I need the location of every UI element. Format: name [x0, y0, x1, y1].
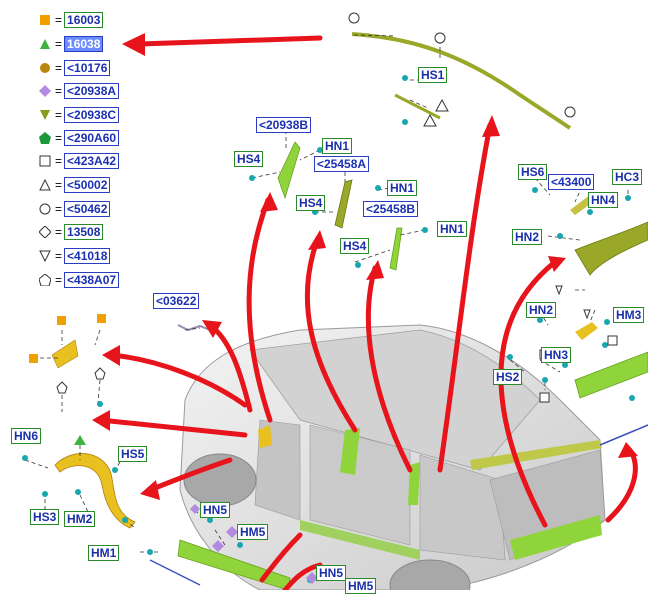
callout-label: <20938B [256, 117, 312, 133]
legend-code: <290A60 [64, 130, 120, 146]
diamond-outline-icon [38, 225, 52, 239]
callout-label: HS4 [296, 195, 326, 211]
callout-label: HC3 [612, 169, 643, 185]
legend-row: = <423A42 [38, 152, 120, 170]
callout-label: HN1 [322, 138, 353, 154]
clips [22, 75, 635, 583]
circle-filled-icon [38, 61, 52, 75]
triangle-outline-icon [38, 178, 52, 192]
legend-row: = 13508 [38, 223, 104, 241]
legend-equals: = [55, 84, 63, 98]
diamond-filled-icon [38, 84, 52, 98]
pentagon-filled-icon [38, 131, 52, 145]
callout-label: HN2 [512, 229, 543, 245]
part-reflector [575, 322, 598, 340]
legend-code: <438A07 [64, 272, 120, 288]
legend-equals: = [55, 61, 63, 75]
legend-equals: = [55, 154, 63, 168]
legend-equals: = [55, 108, 63, 122]
legend-row: = <20938A [38, 82, 120, 100]
legend-row: = <50462 [38, 200, 111, 218]
callout-label: HS3 [30, 509, 60, 525]
callout-label: HM5 [237, 524, 269, 540]
part-blue-line-right [599, 424, 648, 446]
square-outline-icon [38, 154, 52, 168]
part-rear-bumper-trim [574, 351, 648, 399]
legend-equals: = [55, 37, 63, 51]
legend-code: <50462 [64, 201, 111, 217]
triangle-filled-icon [38, 37, 52, 51]
legend-row: = 16003 [38, 11, 104, 29]
callout-label: HM5 [345, 578, 377, 594]
part-mirror-cover [51, 339, 79, 369]
red-arrows [97, 35, 638, 590]
legend-row: = <50002 [38, 176, 111, 194]
part-c-pillar-trim [389, 227, 403, 271]
callout-label: HN4 [588, 192, 619, 208]
callout-label: HN2 [526, 302, 557, 318]
circle-outline-icon [38, 202, 52, 216]
part-antenna [177, 324, 211, 332]
part-roof-rail [351, 32, 572, 130]
callout-label: <25458B [363, 201, 419, 217]
legend-equals: = [55, 131, 63, 145]
legend-equals: = [55, 178, 63, 192]
legend-code: <20938A [64, 83, 120, 99]
legend-equals: = [55, 13, 63, 27]
callout-label: <03622 [153, 293, 200, 309]
legend-equals: = [55, 273, 63, 287]
legend-code: <41018 [64, 248, 111, 264]
legend-row: = <438A07 [38, 271, 120, 289]
legend-row: = <20938C [38, 106, 120, 124]
pentagon-outline-icon [38, 273, 52, 287]
legend-equals: = [55, 202, 63, 216]
legend-code: <10176 [64, 60, 111, 76]
callout-label: HM1 [88, 545, 120, 561]
legend-code: 13508 [64, 224, 104, 240]
part-b-pillar-trim-a [277, 141, 301, 200]
legend-code: 16038 [64, 36, 104, 52]
arrow-heads [92, 33, 638, 500]
callout-label: HM3 [613, 307, 645, 323]
legend-code: <50002 [64, 177, 111, 193]
legend-code: 16003 [64, 12, 104, 28]
triangle-down-outline-icon [38, 249, 52, 263]
legend-row: = 16038 [38, 35, 104, 53]
callout-label: HN1 [437, 221, 468, 237]
callout-label: HN1 [387, 180, 418, 196]
callout-label: HN5 [200, 502, 231, 518]
legend-code: <423A42 [64, 153, 120, 169]
legend-code: <20938C [64, 107, 120, 123]
legend-row: = <290A60 [38, 129, 120, 147]
callout-label: <43400 [548, 174, 595, 190]
legend-row: = <10176 [38, 59, 111, 77]
legend-row: = <41018 [38, 247, 111, 265]
callout-label: HS2 [493, 369, 523, 385]
vehicle-body [179, 324, 606, 590]
legend-equals: = [55, 225, 63, 239]
part-blue-line-left [149, 559, 201, 586]
callout-label: HN5 [316, 565, 347, 581]
triangle-down-filled-icon [38, 108, 52, 122]
part-wheel-arch [54, 453, 136, 529]
callout-label: HS1 [418, 67, 448, 83]
callout-label: HN6 [11, 428, 42, 444]
callout-label: HM2 [64, 511, 96, 527]
callout-label: HS6 [518, 164, 548, 180]
callout-label: HN3 [541, 347, 572, 363]
part-b-pillar-trim-b [334, 179, 353, 229]
callout-label: HS5 [118, 446, 148, 462]
callout-label: <25458A [314, 156, 370, 172]
square-filled-icon [38, 13, 52, 27]
part-rear-spoiler [574, 221, 648, 276]
callout-label: HS4 [340, 238, 370, 254]
callout-label: HS4 [234, 151, 264, 167]
legend-equals: = [55, 249, 63, 263]
callout-symbols [29, 12, 618, 584]
